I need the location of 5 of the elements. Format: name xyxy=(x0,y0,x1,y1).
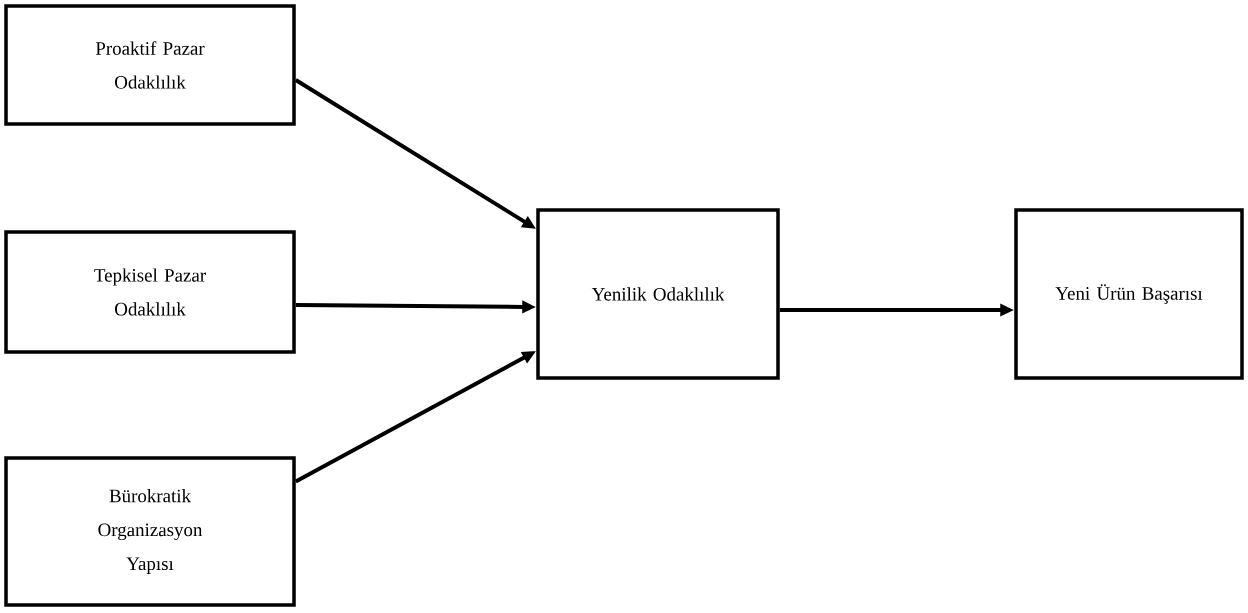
concept-box: Tepkisel Pazar Odaklılık xyxy=(4,230,296,354)
concept-box: Proaktif Pazar Odaklılık xyxy=(4,4,296,126)
concept-box: Yenilik Odaklılık xyxy=(536,208,780,380)
concept-box: Yeni Ürün Başarısı xyxy=(1014,208,1244,380)
concept-box: Bürokratik Organizasyon Yapısı xyxy=(4,456,296,607)
